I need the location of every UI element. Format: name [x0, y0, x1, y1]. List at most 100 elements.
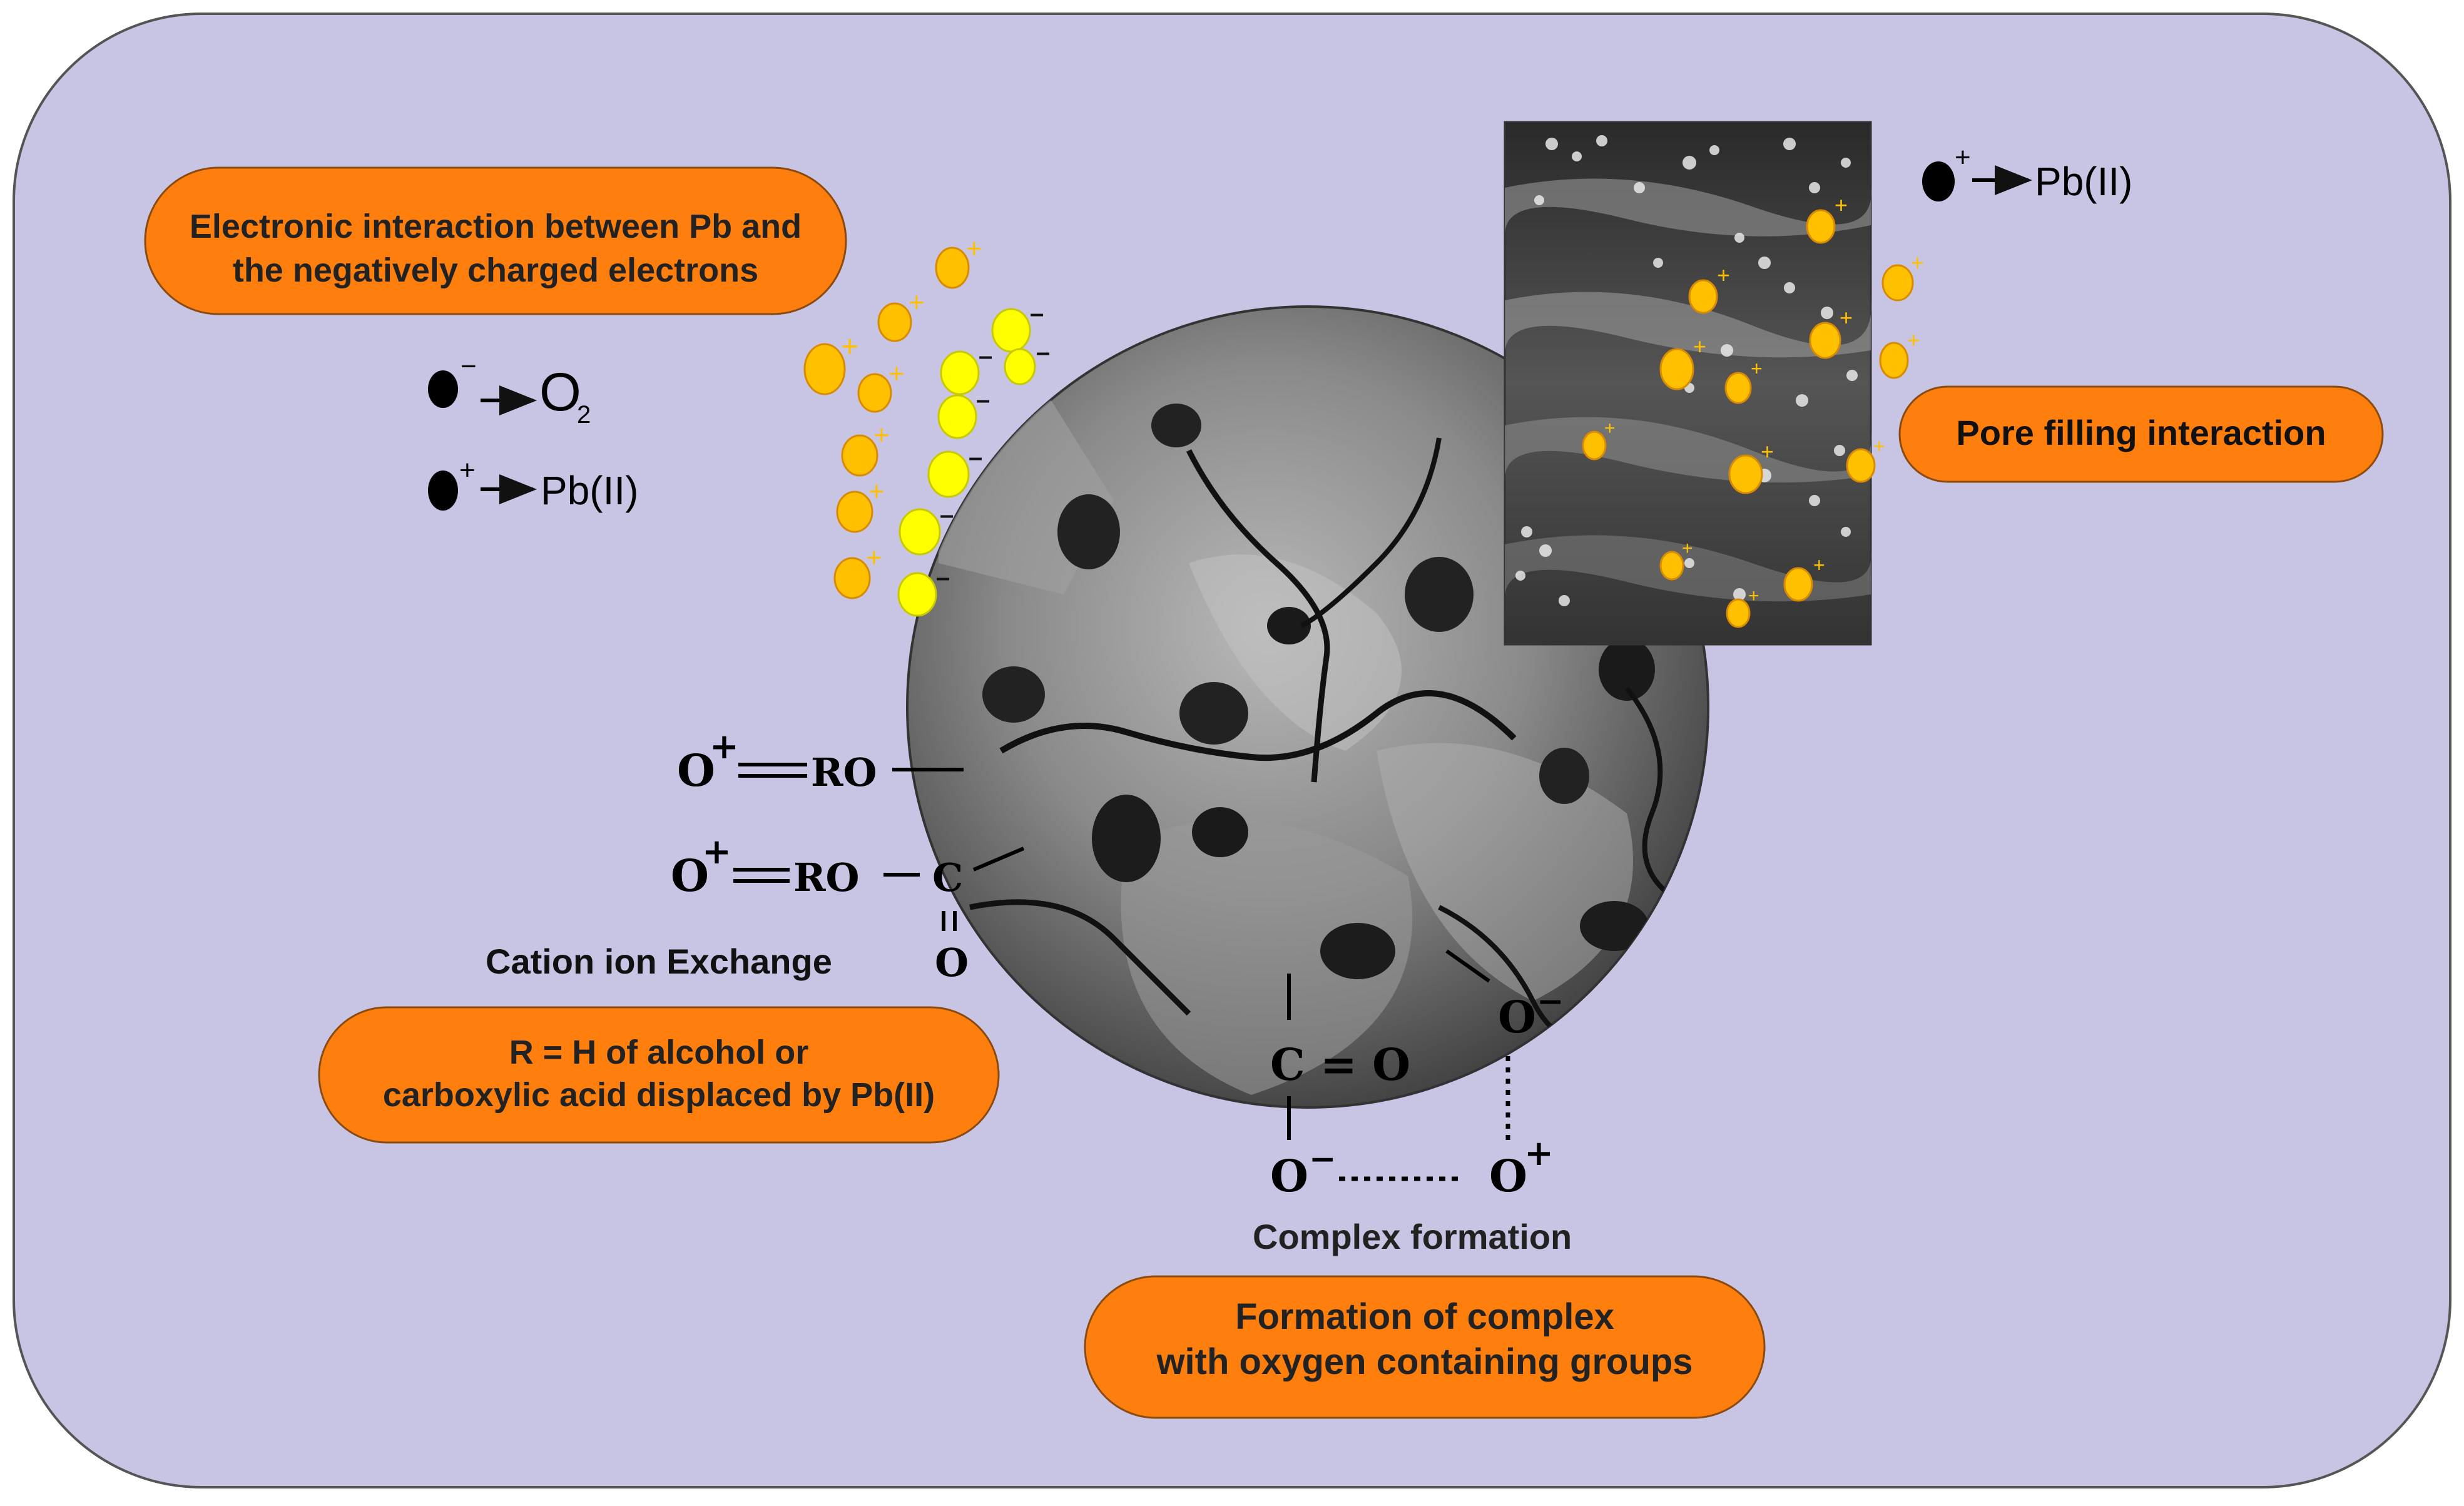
- svg-text:–: –: [940, 501, 954, 529]
- svg-text:+: +: [1840, 305, 1853, 330]
- svg-text:+: +: [866, 542, 882, 573]
- o-plus-2: O: [671, 850, 709, 902]
- cation-icon: +: [1726, 586, 1759, 628]
- cation-icon: +: [1659, 333, 1706, 390]
- pb-sign-right: +: [1955, 142, 1971, 173]
- complex-formation-label: Formation of complex with oxygen contain…: [1084, 1275, 1766, 1419]
- anion-icon: –: [940, 342, 992, 395]
- svg-text:–: –: [1036, 338, 1050, 366]
- svg-text:+: +: [1682, 538, 1693, 559]
- cation-icon: +: [1881, 250, 1924, 302]
- electronic-line-2: the negatively charged electrons: [233, 252, 758, 289]
- svg-text:+: +: [1873, 435, 1885, 457]
- o2-legend-row: − O 2: [428, 351, 591, 429]
- legend-right: + Pb(II): [1922, 142, 2132, 204]
- cation-icon: +: [1688, 262, 1730, 314]
- anion-icon: –: [1004, 338, 1050, 385]
- right-cations: + +: [1879, 250, 1924, 379]
- pb-sign-left: +: [459, 455, 476, 486]
- filled-circle-icon: [1922, 161, 1955, 201]
- anion-icon: –: [899, 501, 954, 556]
- cation-icon: +: [1806, 192, 1848, 244]
- r-definition-label: R = H of alcohol or carboxylic acid disp…: [318, 1006, 1000, 1144]
- svg-text:+: +: [1835, 192, 1848, 218]
- svg-text:+: +: [1693, 333, 1706, 359]
- svg-text:+: +: [909, 287, 925, 318]
- svg-text:+: +: [1604, 418, 1616, 439]
- pb-text-right: Pb(II): [2035, 159, 2132, 204]
- svg-text:–: –: [976, 386, 990, 414]
- legend-left: − O 2 + Pb(II): [428, 351, 638, 513]
- anion-icon: –: [991, 300, 1044, 353]
- cation-exchange-structures: O + RO O + RO C O Cation ion Exchange: [486, 726, 1025, 985]
- minus-right: −: [1537, 982, 1564, 1020]
- cation-icon: +: [836, 476, 885, 533]
- svg-text:–: –: [1030, 300, 1044, 327]
- plus-bottom: +: [1524, 1132, 1554, 1174]
- complex-formation-caption: Complex formation: [1253, 1217, 1572, 1256]
- pore-filling-label: Pore filling interaction: [1898, 385, 2384, 483]
- filled-circle-icon: [428, 370, 458, 408]
- plus-1: +: [710, 726, 739, 767]
- cation-icon: +: [841, 420, 890, 477]
- filled-circle-icon: [428, 471, 458, 511]
- ro-2: RO: [793, 855, 860, 900]
- o-minus-bottom: O: [1270, 1150, 1308, 1202]
- electronic-interaction-label: Electronic interaction between Pb and th…: [144, 166, 847, 315]
- anion-icon: –: [927, 444, 982, 498]
- svg-text:+: +: [868, 476, 885, 507]
- left-cations: + + + + + + +: [803, 233, 982, 599]
- cation-icon: +: [1728, 439, 1774, 494]
- left-anions: – – – – – – –: [897, 300, 1050, 617]
- cation-icon: +: [1582, 418, 1616, 460]
- r-def-line-1: R = H of alcohol or: [509, 1034, 809, 1071]
- svg-text:–: –: [969, 444, 982, 471]
- o-plus-bottom: O: [1489, 1150, 1527, 1202]
- svg-text:+: +: [1911, 250, 1924, 275]
- anion-icon: –: [897, 564, 950, 617]
- svg-text:+: +: [966, 233, 982, 264]
- svg-text:–: –: [979, 342, 992, 370]
- cation-icon: +: [1724, 357, 1763, 404]
- pore-filling-text: Pore filling interaction: [1956, 413, 2326, 452]
- svg-text:+: +: [1907, 327, 1920, 353]
- svg-text:+: +: [841, 330, 858, 364]
- cation-icon: +: [803, 330, 858, 395]
- svg-text:+: +: [888, 359, 905, 389]
- cation-icon: +: [1879, 327, 1920, 379]
- svg-text:+: +: [1748, 586, 1759, 606]
- svg-text:+: +: [1761, 439, 1774, 464]
- pb-text-left: Pb(II): [541, 468, 638, 513]
- ro-1: RO: [811, 750, 877, 795]
- o2-subscript: 2: [577, 401, 591, 429]
- svg-text:+: +: [1751, 357, 1763, 380]
- pb-legend-row-left: + Pb(II): [428, 455, 638, 513]
- svg-text:+: +: [873, 420, 890, 450]
- cation-icon: +: [1783, 554, 1825, 602]
- complex-line-1: Formation of complex: [1235, 1296, 1614, 1337]
- cation-icon: +: [1809, 305, 1853, 359]
- cation-exchange-caption: Cation ion Exchange: [486, 942, 832, 981]
- r-def-line-2: carboxylic acid displaced by Pb(II): [383, 1076, 935, 1114]
- o2-sign: −: [461, 351, 477, 382]
- cation-icon: +: [1659, 538, 1693, 581]
- cation-icon: +: [877, 287, 925, 342]
- complex-formation-structures: C = O O − O + O − Complex formation: [1253, 949, 1572, 1256]
- plus-2: +: [702, 831, 731, 872]
- minus-bottom: −: [1309, 1140, 1336, 1178]
- cation-icon: +: [833, 542, 882, 599]
- complex-line-2: with oxygen containing groups: [1156, 1341, 1693, 1382]
- svg-text:+: +: [1717, 262, 1730, 288]
- cation-icon: +: [1846, 435, 1885, 483]
- svg-text:+: +: [1813, 554, 1825, 576]
- o-plus-1: O: [677, 745, 715, 796]
- carbon-1: C: [932, 855, 963, 900]
- pore-cations: + + + + + + + + + + +: [1582, 192, 1885, 628]
- electronic-line-1: Electronic interaction between Pb and: [190, 208, 802, 245]
- cation-icon: +: [857, 359, 905, 413]
- o-minus-right: O: [1498, 991, 1536, 1043]
- cation-icon: +: [935, 233, 982, 289]
- o-bottom: O: [935, 940, 969, 985]
- svg-text:–: –: [936, 564, 950, 591]
